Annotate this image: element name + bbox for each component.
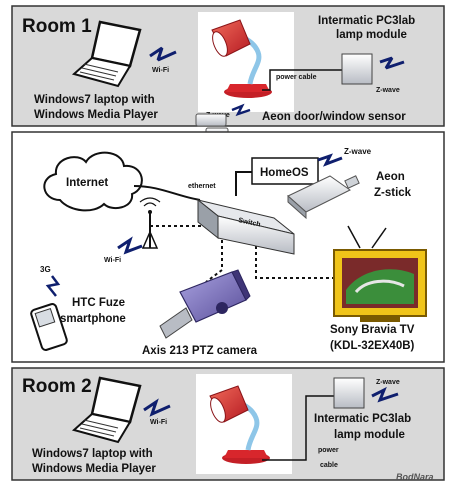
zstick-line2: Z-stick xyxy=(374,187,412,199)
room1-lamp-module-icon xyxy=(341,53,373,85)
room2-lamp-module-icon xyxy=(333,377,365,409)
room2-cable-label: cable xyxy=(320,462,338,469)
room2-lamp-module-line1: Intermatic PC3lab xyxy=(314,413,411,425)
room2-title: Room 2 xyxy=(22,376,92,397)
room2-wifi-label: Wi-Fi xyxy=(150,419,167,426)
camera-cable xyxy=(205,240,223,283)
network-wifi-bolt-icon xyxy=(117,236,143,255)
room2-laptop-line1: Windows7 laptop with xyxy=(32,448,153,460)
tv-line2: (KDL-32EX40B) xyxy=(330,340,415,352)
wifi-antenna-icon xyxy=(139,197,161,249)
internet-cloud-icon xyxy=(43,151,143,212)
zstick-icon xyxy=(287,175,360,220)
homeos-box xyxy=(251,157,319,185)
zstick-bolt-icon xyxy=(317,153,343,167)
network-panel: Internet ethernet Switch HomeOS Z-wave A… xyxy=(11,131,445,363)
room1-title: Room 1 xyxy=(22,16,92,37)
phone-icon xyxy=(30,303,68,351)
room2-wifi-bolt-icon xyxy=(143,398,171,417)
tv-icon xyxy=(333,225,427,322)
room1-zwave-bolt-icon xyxy=(379,56,405,70)
switch-label: Switch xyxy=(238,217,262,229)
camera-icon xyxy=(159,269,251,339)
zstick-zwave-label: Z-wave xyxy=(344,147,372,156)
ethernet-label: ethernet xyxy=(188,183,216,190)
room2-lamp-icon xyxy=(209,385,270,464)
homeos-label: HomeOS xyxy=(260,167,309,179)
tv-line1: Sony Bravia TV xyxy=(330,324,415,336)
room1-sensor-bolt-icon xyxy=(231,103,251,117)
room2-panel: Room 2 Wi-Fi Windows7 laptop with Window… xyxy=(11,367,445,481)
room2-power-label: power xyxy=(318,447,339,454)
room1-laptop-icon xyxy=(71,20,142,88)
network-wifi-label: Wi-Fi xyxy=(104,257,121,264)
internet-label: Internet xyxy=(66,177,108,189)
room1-wifi-label: Wi-Fi xyxy=(152,67,169,74)
watermark-text: BodNara xyxy=(396,472,434,482)
room2-zwave-bolt-icon xyxy=(371,386,399,403)
room1-panel: Room 1 power cable Intermatic PC3lab lam… xyxy=(11,5,445,127)
room2-lamp-module-line2: lamp module xyxy=(334,429,405,441)
room1-laptop-line1: Windows7 laptop with xyxy=(34,94,155,106)
room1-lamp-icon xyxy=(211,19,272,98)
switch-icon: Switch xyxy=(197,198,295,255)
tv-cable xyxy=(255,240,338,279)
room2-laptop-icon xyxy=(71,376,142,444)
threeg-bolt-icon xyxy=(45,275,61,297)
room2-zwave-label: Z-wave xyxy=(376,379,400,386)
threeg-label: 3G xyxy=(40,265,51,274)
zstick-line1: Aeon xyxy=(376,171,405,183)
room1-sensor-label: Aeon door/window sensor xyxy=(262,111,406,123)
room1-power-cable-label: power cable xyxy=(276,74,317,81)
room1-laptop-line2: Windows Media Player xyxy=(34,109,158,121)
room2-laptop-line2: Windows Media Player xyxy=(32,463,156,475)
camera-label: Axis 213 PTZ camera xyxy=(142,345,258,357)
phone-line1: HTC Fuze xyxy=(72,297,125,309)
room1-wifi-bolt-icon xyxy=(149,46,177,62)
room1-lamp-module-line2: lamp module xyxy=(336,29,407,41)
room1-lamp-module-line1: Intermatic PC3lab xyxy=(318,15,415,27)
internet-cable xyxy=(133,185,201,201)
room2-power-cable-line xyxy=(262,395,334,461)
room1-zwave-label: Z-wave xyxy=(376,87,400,94)
room1-power-cable-line xyxy=(262,69,342,91)
phone-line2: smartphone xyxy=(60,313,126,325)
